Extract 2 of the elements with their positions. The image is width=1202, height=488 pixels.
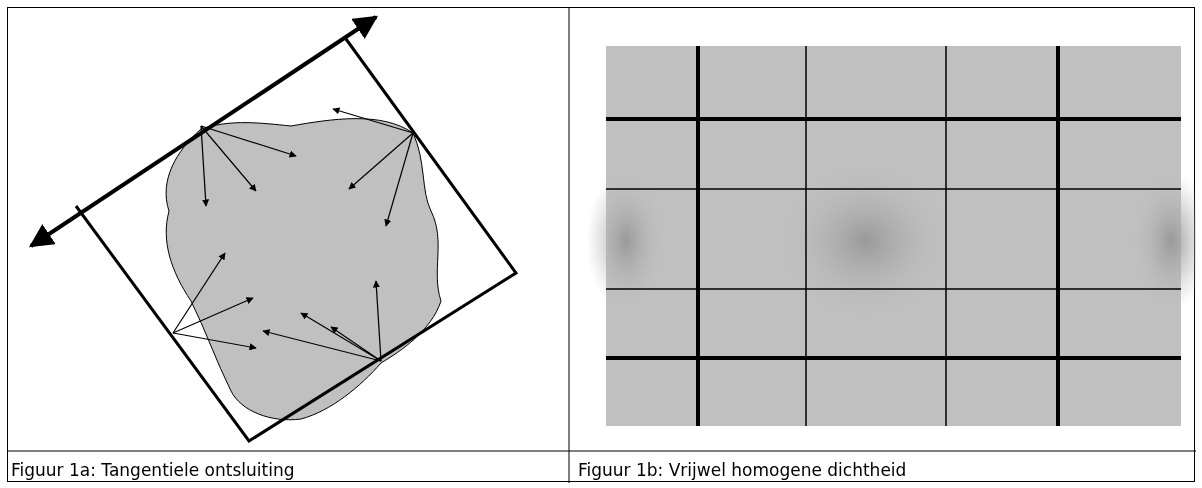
figure-caption: Figuur 1a: Tangentiele ontsluiting	[11, 460, 295, 480]
figure-caption: Figuur 1b: Vrijwel homogene dichtheid	[578, 460, 907, 480]
